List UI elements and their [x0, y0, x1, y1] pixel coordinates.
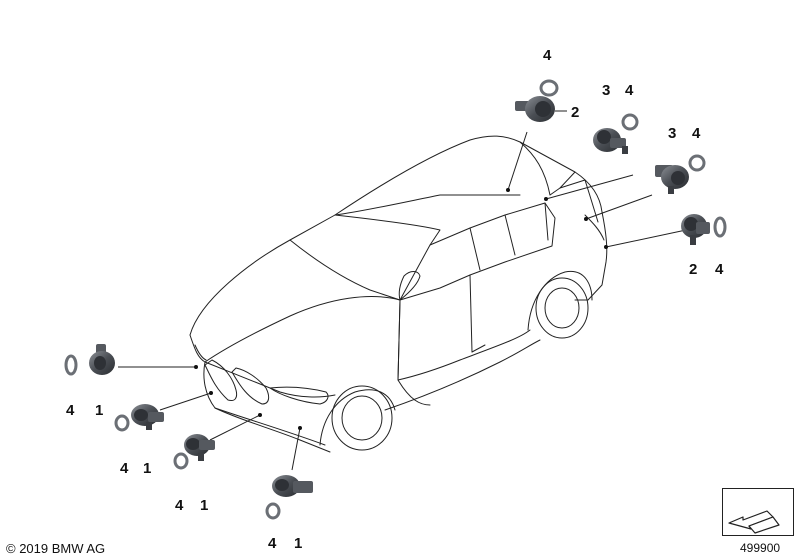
callout-number: 4 — [120, 460, 129, 477]
callout-labels: 4 2 3 4 3 4 2 4 4 1 4 1 4 1 4 1 — [66, 47, 724, 552]
parking-sensor — [184, 434, 215, 461]
copyright-text: © 2019 BMW AG — [6, 541, 106, 556]
callout-number: 4 — [268, 535, 277, 552]
callout-number: 4 — [66, 402, 75, 419]
callout-number: 4 — [692, 125, 701, 142]
sealing-ring — [64, 354, 78, 376]
sealing-ring — [173, 452, 189, 470]
diagram-number: 499900 — [740, 541, 781, 555]
leader-lines — [118, 131, 687, 471]
parking-sensor — [515, 96, 555, 122]
parking-sensor — [593, 128, 628, 154]
callout-number: 4 — [175, 497, 184, 514]
arrow-icon — [728, 510, 780, 534]
callout-number: 2 — [689, 261, 697, 278]
parking-sensor — [131, 404, 164, 430]
leader-dots — [194, 188, 608, 430]
parking-sensor — [681, 214, 710, 245]
sealing-ring — [713, 216, 727, 238]
sealing-ring — [265, 502, 281, 520]
callout-number: 2 — [571, 104, 579, 121]
callout-number: 3 — [668, 125, 676, 142]
callout-number: 4 — [715, 261, 724, 278]
callout-number: 1 — [95, 402, 103, 419]
parking-sensor — [655, 165, 689, 194]
sealing-ring — [688, 154, 706, 172]
callout-number: 1 — [200, 497, 208, 514]
parking-sensor — [272, 475, 313, 497]
callout-number: 4 — [543, 47, 552, 64]
sealing-ring — [539, 79, 559, 97]
parking-sensor — [89, 344, 115, 375]
callout-number: 1 — [294, 535, 302, 552]
navigation-box[interactable] — [722, 488, 794, 536]
car-outline — [189, 135, 608, 453]
callout-number: 1 — [143, 460, 151, 477]
sealing-ring — [621, 113, 639, 131]
sealing-ring — [114, 414, 130, 432]
callout-number: 3 — [602, 82, 610, 99]
callout-number: 4 — [625, 82, 634, 99]
